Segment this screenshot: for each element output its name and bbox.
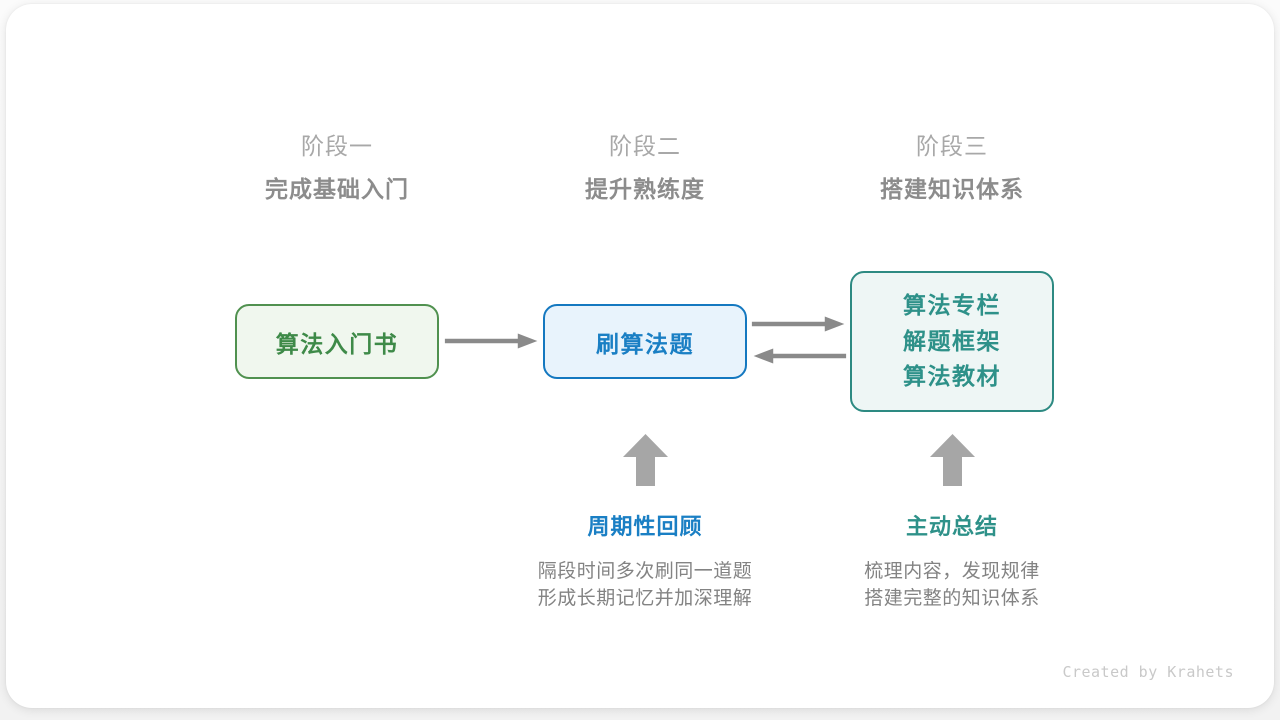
stage-header-2: 阶段二 提升熟练度 [515, 135, 775, 201]
node-box-practice-problems[interactable]: 刷算法题 [543, 304, 747, 379]
annotation-active-summary: 主动总结 梳理内容，发现规律 搭建完整的知识体系 [802, 516, 1102, 613]
annotation-review-description: 隔段时间多次刷同一道题 形成长期记忆并加深理解 [495, 559, 795, 613]
arrow-practice-to-knowledge [751, 316, 845, 332]
node-knowledge-line-1: 算法专栏 [903, 292, 1001, 319]
stage-2-title: 提升熟练度 [585, 176, 705, 202]
footer-credit: Created by Krahets [1062, 663, 1234, 681]
annotation-summary-desc-line-2: 搭建完整的知识体系 [864, 587, 1040, 609]
stage-2-number: 阶段二 [609, 133, 681, 159]
arrow-up-summary [930, 434, 975, 486]
arrow-up-review [623, 434, 668, 486]
arrow-intro-to-practice [444, 333, 538, 349]
annotation-review-desc-line-1: 隔段时间多次刷同一道题 [537, 561, 753, 582]
annotation-review-desc-line-2: 形成长期记忆并加深理解 [537, 587, 753, 609]
node-knowledge-line-3: 算法教材 [903, 363, 1001, 390]
node-practice-label: 刷算法题 [596, 330, 694, 357]
stage-1-number: 阶段一 [301, 133, 373, 159]
annotation-periodic-review: 周期性回顾 隔段时间多次刷同一道题 形成长期记忆并加深理解 [495, 516, 795, 613]
diagram-card: 阶段一 完成基础入门 阶段二 提升熟练度 阶段三 搭建知识体系 算法入门书 刷算… [6, 4, 1274, 708]
annotation-summary-desc-line-1: 梳理内容，发现规律 [864, 561, 1040, 582]
annotation-summary-description: 梳理内容，发现规律 搭建完整的知识体系 [802, 559, 1102, 613]
stage-header-1: 阶段一 完成基础入门 [207, 135, 467, 201]
stage-3-title: 搭建知识体系 [880, 176, 1024, 202]
node-box-intro-book[interactable]: 算法入门书 [235, 304, 439, 379]
node-knowledge-line-2: 解题框架 [903, 327, 1001, 354]
arrow-knowledge-to-practice [753, 348, 847, 364]
stage-header-3: 阶段三 搭建知识体系 [822, 135, 1082, 201]
stage-3-number: 阶段三 [916, 133, 988, 159]
node-box-knowledge-system[interactable]: 算法专栏 解题框架 算法教材 [850, 271, 1054, 412]
node-intro-label: 算法入门书 [275, 330, 399, 357]
annotation-review-title: 周期性回顾 [587, 514, 703, 539]
annotation-summary-title: 主动总结 [905, 514, 998, 539]
stage-1-title: 完成基础入门 [265, 176, 409, 202]
